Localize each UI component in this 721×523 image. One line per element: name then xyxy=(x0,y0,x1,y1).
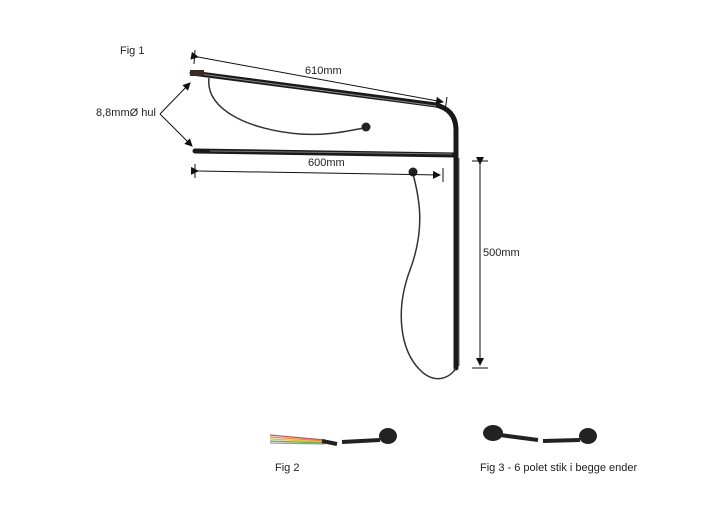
fig3-caption: Fig 3 - 6 polet stik i begge ender xyxy=(480,462,638,474)
cable-lower xyxy=(400,173,457,380)
fig1-caption: Fig 1 xyxy=(120,45,145,57)
fig2-caption: Fig 2 xyxy=(275,462,300,474)
connector-upper xyxy=(361,122,371,132)
top-bar-end xyxy=(190,70,204,76)
dim-610-line xyxy=(190,51,444,105)
hole-label: 8,8mmØ hul xyxy=(96,107,156,119)
fig2-cable-image xyxy=(269,428,397,446)
hole-arrow-top xyxy=(159,82,191,115)
dim-600-line xyxy=(190,166,441,179)
top-bar xyxy=(189,70,459,371)
dim-600-label: 600mm xyxy=(308,157,345,169)
fig3-cable-image xyxy=(483,425,597,444)
dim-500-label: 500mm xyxy=(483,247,520,259)
hole-arrow-bottom xyxy=(159,113,193,147)
connector-lower xyxy=(408,167,418,177)
dim-610-label: 610mm xyxy=(305,65,342,77)
